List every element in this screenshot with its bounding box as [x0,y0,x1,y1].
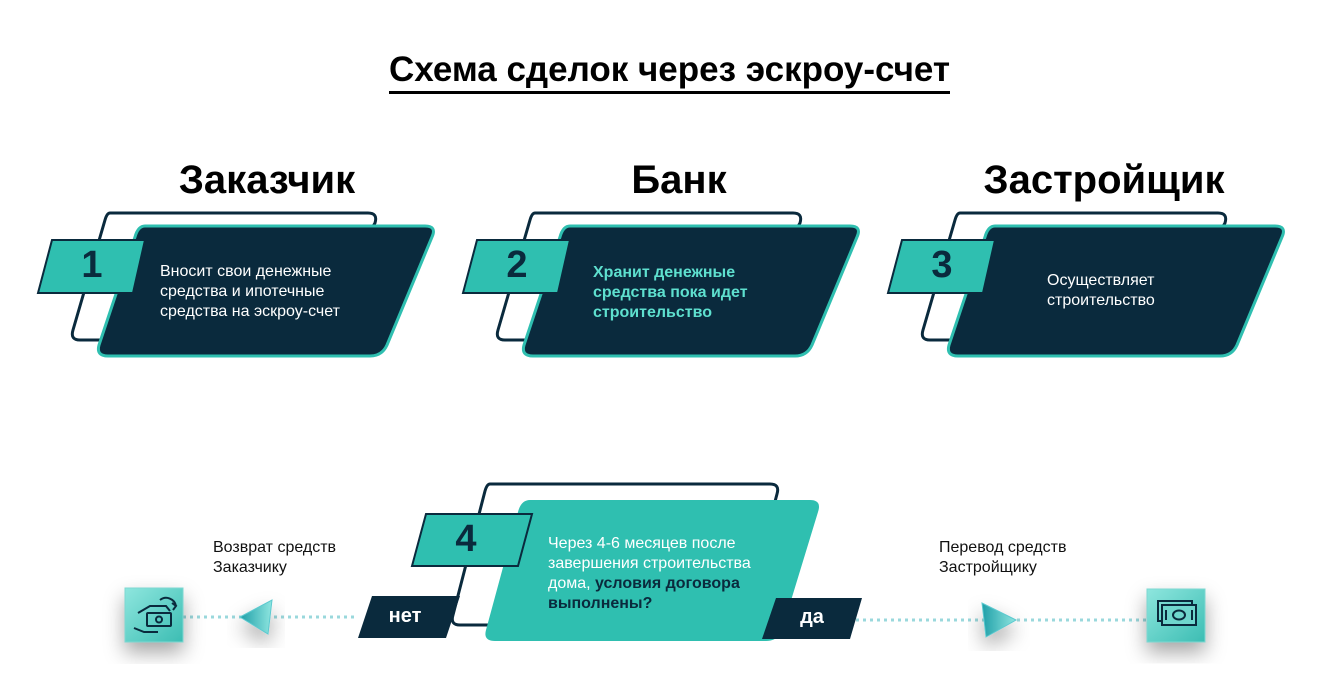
step-4-card [358,482,862,641]
step-3-card [886,211,1285,358]
role-bank: Банк [631,158,727,202]
step-2-text: Хранит денежные средства пока идет строи… [593,264,748,321]
step-3-number: 3 [931,244,953,286]
refund-money-icon [124,587,184,643]
step-2-number: 2 [506,244,528,286]
step-1-number: 1 [81,244,103,286]
note-transfer: Перевод средств Застройщику [939,539,1067,576]
step-1-text: Вносит свои денежные средства и ипотечны… [160,263,340,320]
note-refund: Возврат средств Заказчику [213,539,337,576]
step-4-text: Через 4-6 месяцев после завершения строи… [548,535,751,612]
diagram-title: Схема сделок через эскроу-счет [0,50,1339,94]
step-3-text: Осуществляет строительство [1047,272,1155,309]
banknotes-glyph [1157,600,1197,626]
refund-money-glyph [133,596,178,633]
branch-yes-label: да [800,606,824,628]
step-2-card [461,211,860,358]
arrow-left-icon [238,599,273,635]
arrow-right-icon [981,602,1018,638]
step-4-number: 4 [455,518,477,560]
role-customer: Заказчик [178,158,356,202]
step-1-card [36,211,435,358]
role-developer: Застройщик [983,158,1225,202]
branch-no-label: нет [388,605,422,627]
